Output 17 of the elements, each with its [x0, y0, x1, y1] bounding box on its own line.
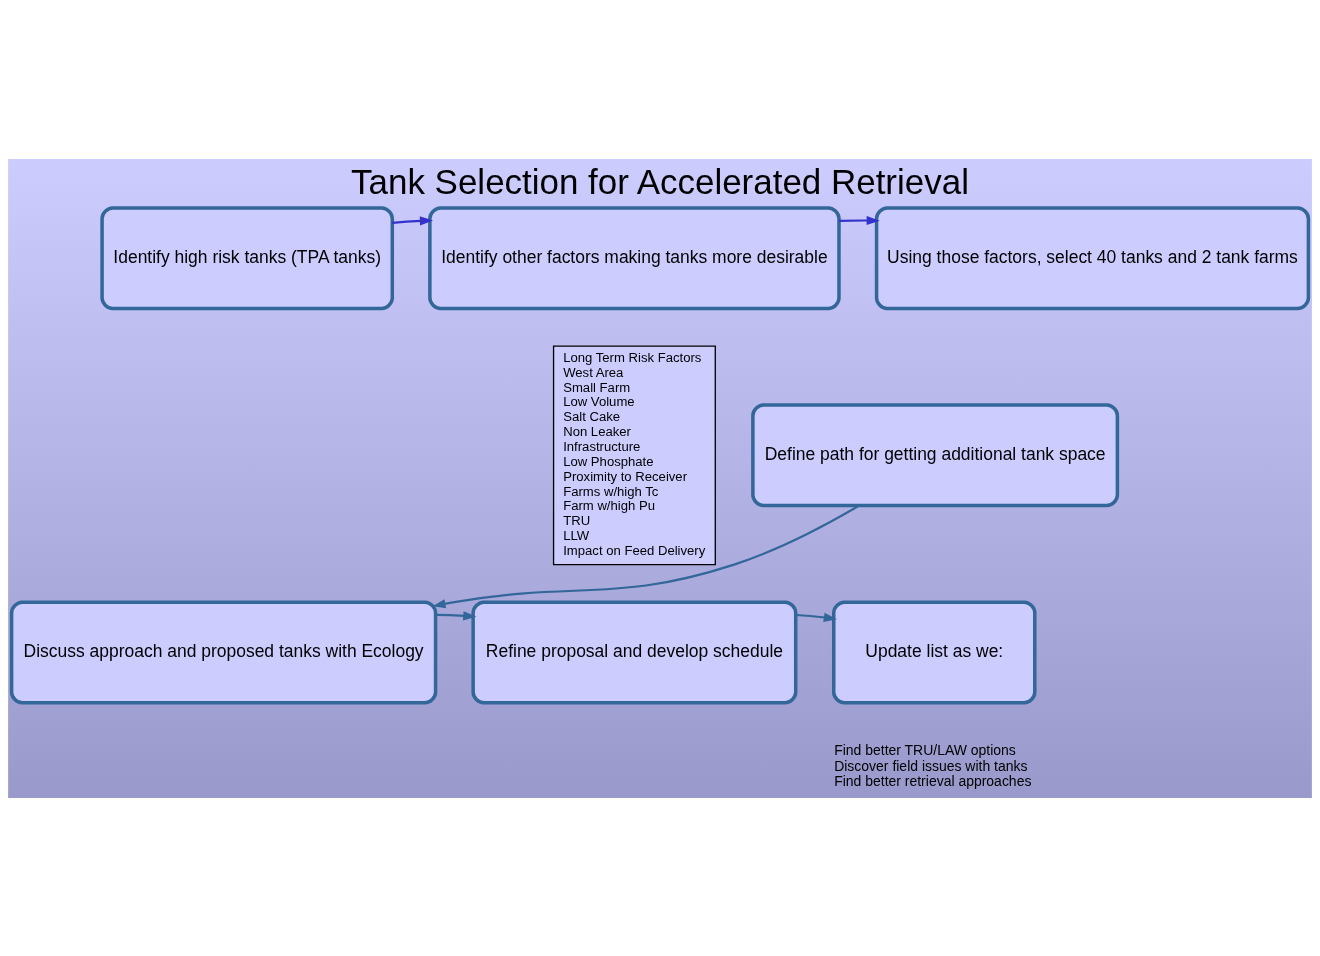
arrow	[392, 215, 434, 226]
node-label: Discover field issues with tanks	[834, 757, 1028, 774]
node-box: Update list as we:	[832, 599, 1037, 704]
node-box: Identify high risk tanks (TPA tanks)	[100, 205, 395, 310]
node-label: Find better retrieval approaches	[834, 772, 1032, 789]
arrow	[795, 612, 837, 622]
node-box: Refine proposal and develop schedule	[471, 599, 798, 704]
arrow	[839, 215, 880, 225]
node-box: Identify other factors making tanks more desirable	[428, 205, 841, 310]
arrow	[435, 610, 477, 620]
node-box: Define path for getting additional tank space	[751, 402, 1120, 507]
arrow	[432, 504, 860, 608]
node-label: Find better TRU/LAW options	[834, 741, 1016, 758]
node-box: Discuss approach and proposed tanks with Ecology	[9, 599, 438, 704]
node-box: Long Term Risk Factors West Area Small Farm Low Volume Salt Cake Non Leaker Infrastructure Low Phosphate Proximity to Receiver Farms w/high Tc Farm w/high Pu TRU LLW Impact on Feed Delivery	[552, 344, 716, 565]
diagram-title: Tank Selection for Accelerated Retrieval	[351, 161, 969, 201]
node-box: Using those factors, select 40 tanks and 2 tank farms	[874, 205, 1311, 310]
